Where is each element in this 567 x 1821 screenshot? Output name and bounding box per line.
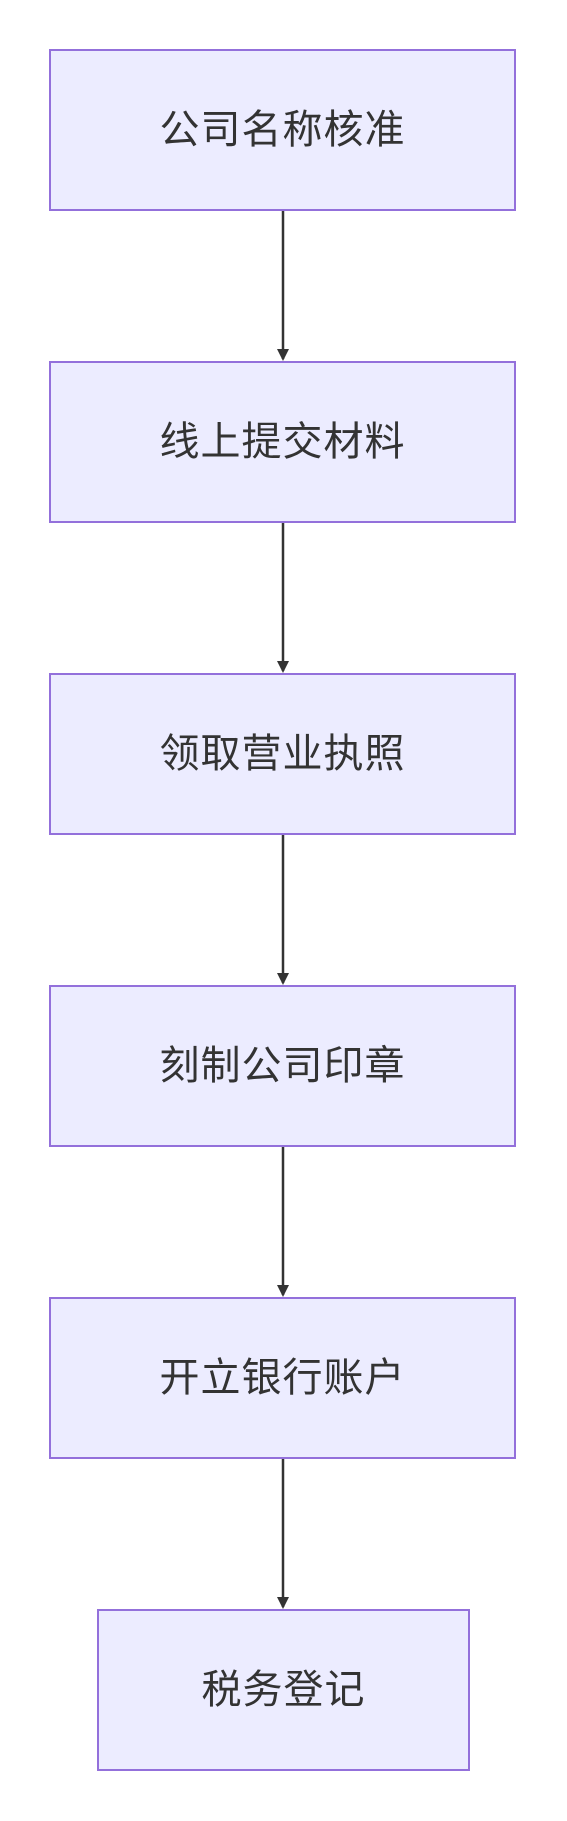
step-label: 刻制公司印章: [159, 1043, 406, 1089]
step-engrave-company-seal: 刻制公司印章: [49, 985, 516, 1147]
step-submit-materials-online: 线上提交材料: [49, 361, 516, 523]
step-company-name-approval: 公司名称核准: [49, 49, 516, 211]
step-label: 领取营业执照: [159, 731, 406, 777]
step-tax-registration: 税务登记: [97, 1609, 470, 1771]
step-label: 税务登记: [201, 1667, 366, 1713]
step-obtain-business-license: 领取营业执照: [49, 673, 516, 835]
step-label: 开立银行账户: [159, 1355, 406, 1401]
step-open-bank-account: 开立银行账户: [49, 1297, 516, 1459]
step-label: 公司名称核准: [159, 107, 406, 153]
step-label: 线上提交材料: [159, 419, 406, 465]
